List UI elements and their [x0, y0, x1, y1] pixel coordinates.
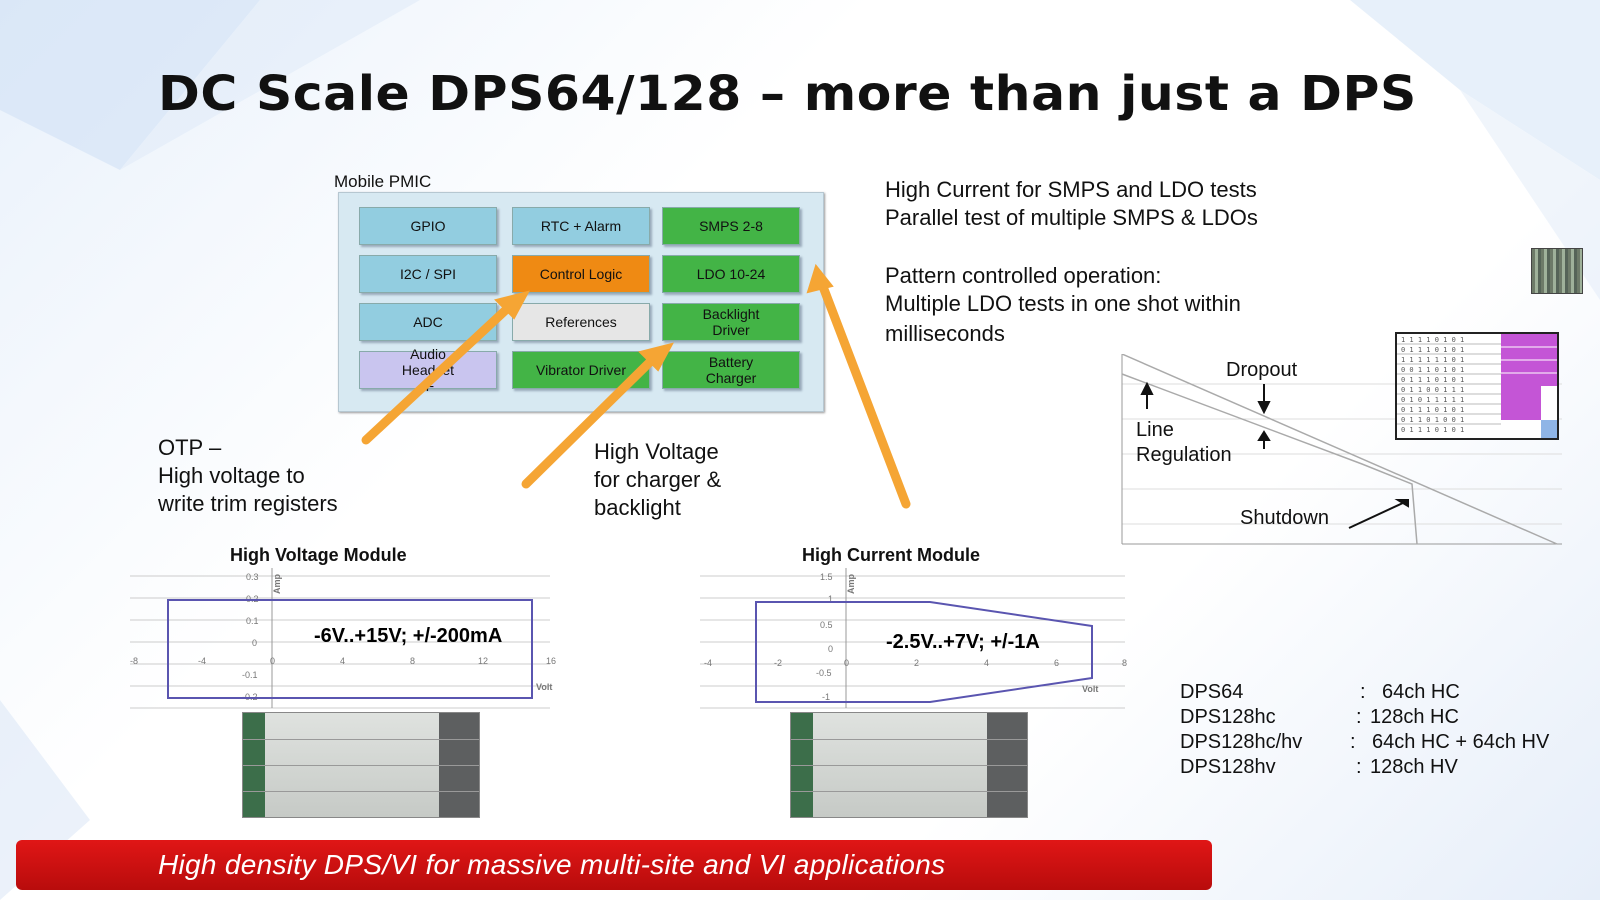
hv-x-tick: 4 — [340, 656, 345, 666]
hc-x-tick: -4 — [704, 658, 712, 668]
chart-label-dropout: Dropout — [1226, 359, 1298, 381]
block-control-logic: Control Logic — [512, 255, 650, 293]
hc-x-tick: 4 — [984, 658, 989, 668]
spec-sep: : — [1350, 731, 1356, 753]
hc-y-tick: -0.5 — [816, 668, 832, 678]
hv-x-tick: 8 — [410, 656, 415, 666]
spec-name: DPS128hc/hv — [1180, 731, 1303, 753]
hv-module-board — [242, 712, 480, 818]
pmic-label: Mobile PMIC — [334, 172, 432, 191]
hc-x-tick: 0 — [844, 658, 849, 668]
svg-text:0 1 0 1 1 1 1 1: 0 1 0 1 1 1 1 1 — [1401, 396, 1464, 404]
svg-text:1 1 1 1 0 1 0 1: 1 1 1 1 0 1 0 1 — [1401, 336, 1464, 344]
svg-text:0 1 1 1 0 1 0 1: 0 1 1 1 0 1 0 1 — [1401, 406, 1464, 414]
feature-line-3: Pattern controlled operation: — [885, 263, 1162, 288]
hv-module-title: High Voltage Module — [230, 545, 407, 565]
hc-x-tick: 8 — [1122, 658, 1127, 668]
hv-x-unit: Volt — [536, 682, 552, 692]
hv-x-tick: -8 — [130, 656, 138, 666]
svg-text:0 1 1 1 0 1 0 1: 0 1 1 1 0 1 0 1 — [1401, 376, 1464, 384]
spec-name: DPS128hc — [1180, 706, 1276, 728]
footer-banner: High density DPS/VI for massive multi-si… — [16, 840, 1212, 890]
chart-label-line: Line — [1136, 419, 1174, 441]
svg-text:0 1 1 0 0 1 1 1: 0 1 1 0 0 1 1 1 — [1401, 386, 1464, 394]
hc-y-tick: -1 — [822, 692, 830, 702]
hv-y-tick: 0.1 — [246, 616, 259, 626]
spec-sep: : — [1356, 706, 1362, 728]
spec-value: 64ch HC — [1382, 681, 1460, 703]
block-battery-charger: Battery Charger — [662, 351, 800, 389]
otp-line-1: OTP – — [158, 435, 222, 460]
otp-line-2: High voltage to — [158, 463, 305, 488]
hv-x-tick: 12 — [478, 656, 488, 666]
feature-line-4: Multiple LDO tests in one shot within — [885, 291, 1241, 316]
feature-line-1: High Current for SMPS and LDO tests — [885, 177, 1257, 202]
spec-sep: : — [1356, 756, 1362, 778]
die-photo — [1531, 248, 1583, 294]
hc-x-unit: Volt — [1082, 684, 1098, 694]
chart-label-shutdown: Shutdown — [1240, 507, 1329, 529]
block-gpio: GPIO — [359, 207, 497, 245]
hv-operating-envelope — [167, 599, 533, 699]
slide-title: DC Scale DPS64/128 – more than just a DP… — [158, 66, 1417, 122]
hc-x-tick: 2 — [914, 658, 919, 668]
hv-charger-line-3: backlight — [594, 495, 681, 520]
hc-y-tick: 0 — [828, 644, 833, 654]
block-rtc-alarm: RTC + Alarm — [512, 207, 650, 245]
hv-y-unit: Amp — [272, 573, 282, 594]
hc-module-spec: -2.5V..+7V; +/-1A — [886, 631, 1040, 653]
hv-charger-line-2: for charger & — [594, 467, 722, 492]
hv-x-tick: 16 — [546, 656, 556, 666]
chart-label-regulation: Regulation — [1136, 444, 1232, 466]
svg-text:1 1 1 1 1 1 0 1: 1 1 1 1 1 1 0 1 — [1401, 356, 1464, 364]
block-i2c-spi: I2C / SPI — [359, 255, 497, 293]
spec-name: DPS64 — [1180, 681, 1244, 703]
hc-y-tick: 1 — [828, 594, 833, 604]
svg-text:0 0 1 1 0 1 0 1: 0 0 1 1 0 1 0 1 — [1401, 366, 1464, 374]
hv-y-tick: 0.3 — [246, 572, 259, 582]
hc-y-tick: 0.5 — [820, 620, 833, 630]
hv-charger-line-1: High Voltage — [594, 439, 719, 464]
block-references: References — [512, 303, 650, 341]
hv-x-tick: 0 — [270, 656, 275, 666]
pmic-block-diagram: GPIO RTC + Alarm SMPS 2-8 I2C / SPI Cont… — [338, 192, 824, 412]
hv-y-tick: 0 — [252, 638, 257, 648]
hc-module-board — [790, 712, 1028, 818]
feature-line-5: milliseconds — [885, 321, 1005, 346]
hc-x-tick: -2 — [774, 658, 782, 668]
spec-sep: : — [1360, 681, 1366, 703]
svg-text:0 1 1 0 1 0 0 1: 0 1 1 0 1 0 0 1 — [1401, 416, 1464, 424]
hv-x-tick: -4 — [198, 656, 206, 666]
hc-module-chart: -4 -2 0 2 4 6 8 1.5 1 0.5 0 -0.5 -1 Amp … — [700, 568, 1127, 709]
spec-value: 128ch HV — [1370, 756, 1458, 778]
hc-operating-envelope — [755, 601, 1093, 703]
feature-line-2: Parallel test of multiple SMPS & LDOs — [885, 205, 1258, 230]
svg-text:0 1 1 1 0 1 0 1: 0 1 1 1 0 1 0 1 — [1401, 346, 1464, 354]
block-ldo: LDO 10-24 — [662, 255, 800, 293]
arrow-hv-charger — [521, 353, 659, 489]
spec-value: 64ch HC + 64ch HV — [1372, 731, 1550, 753]
spec-value: 128ch HC — [1370, 706, 1459, 728]
hv-module-chart: -8 -4 0 4 8 12 16 0.3 0.2 0.1 0 -0.1 -0.… — [130, 568, 556, 709]
hv-module-spec: -6V..+15V; +/-200mA — [314, 625, 502, 647]
pattern-table: 1 1 1 1 0 1 0 1 0 1 1 1 0 1 0 1 1 1 1 1 1… — [1395, 332, 1559, 440]
hc-y-tick: 1.5 — [820, 572, 833, 582]
hv-y-tick: -0.1 — [242, 670, 258, 680]
arrow-otp — [361, 301, 515, 445]
block-smps: SMPS 2-8 — [662, 207, 800, 245]
hc-module-title: High Current Module — [802, 545, 980, 565]
hc-y-unit: Amp — [846, 573, 856, 594]
block-backlight-driver: Backlight Driver — [662, 303, 800, 341]
footer-banner-text: High density DPS/VI for massive multi-si… — [158, 849, 946, 880]
arrow-high-current — [817, 279, 911, 509]
spec-name: DPS128hv — [1180, 756, 1276, 778]
otp-line-3: write trim registers — [158, 491, 338, 516]
hc-x-tick: 6 — [1054, 658, 1059, 668]
svg-text:0 1 1 1 0 1 0 1: 0 1 1 1 0 1 0 1 — [1401, 426, 1464, 434]
